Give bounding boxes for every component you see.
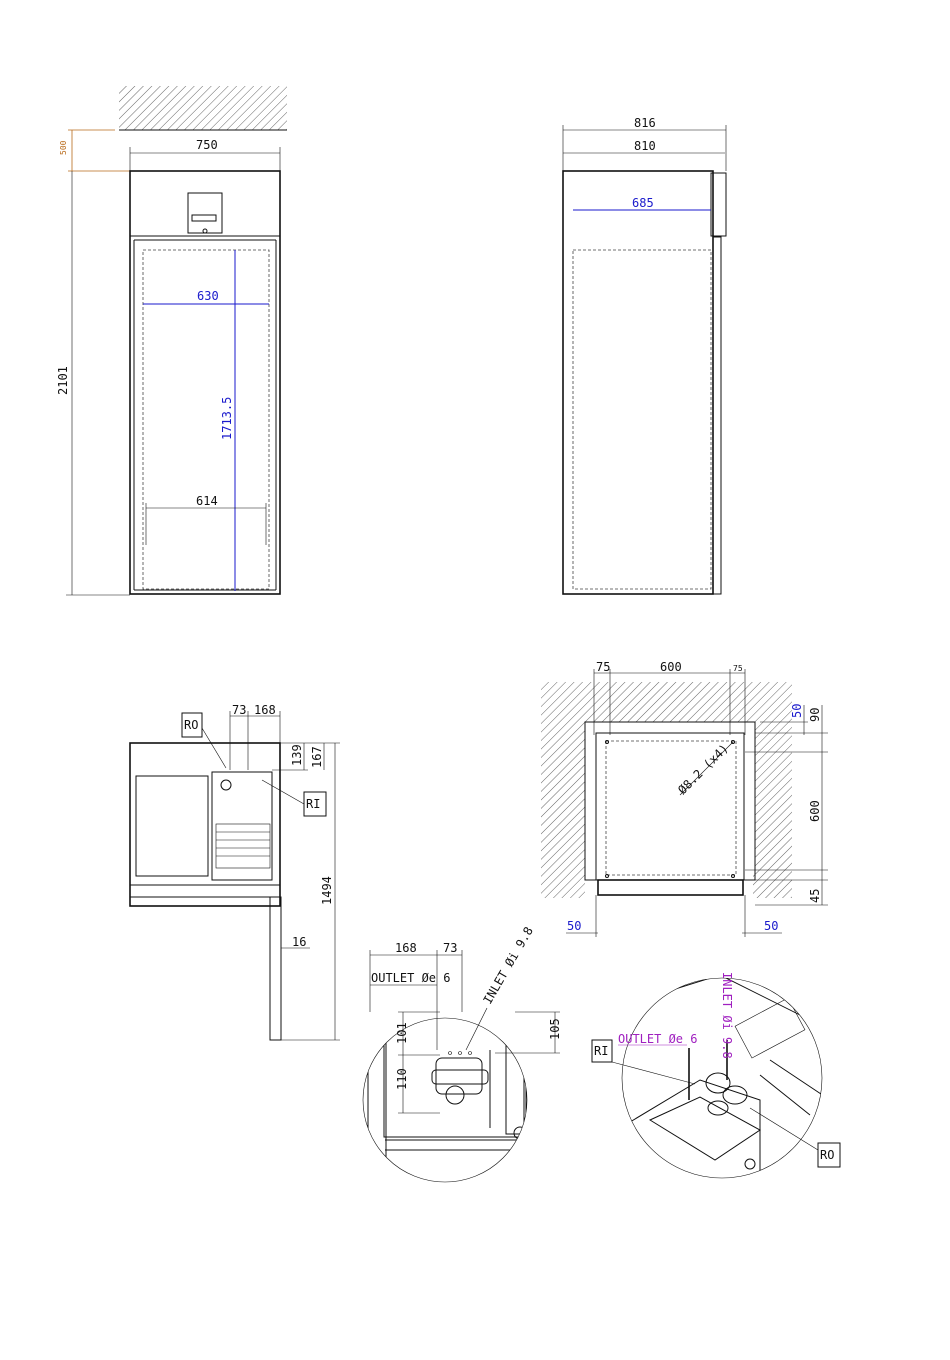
width-dim: 750 [196, 138, 218, 152]
iso-view: INLET Øi 9.8 OUTLET Øe 6 RI RO [592, 972, 840, 1185]
iso-label-ro: RO [820, 1148, 834, 1162]
detail-view: 168 73 OUTLET Øe 6 INLET Øi 9.8 105 101 … [363, 924, 562, 1182]
base-dim-75-left: 75 [596, 660, 610, 674]
top-body [130, 743, 280, 906]
base-dim-600-top: 600 [660, 660, 682, 674]
inner-depth-dim: 685 [632, 196, 654, 210]
top-dim-167: 167 [310, 746, 324, 768]
base-dim-50-tr: 50 [790, 704, 804, 718]
top-dim-16: 16 [292, 935, 306, 949]
base-dim-45: 45 [808, 889, 822, 903]
top-view: RO 73 168 RI 139 167 1494 16 [130, 703, 340, 1040]
detail-dim-105: 105 [548, 1018, 562, 1040]
side-view: 816 810 685 [563, 116, 726, 594]
label-ro: RO [184, 718, 198, 732]
height-dim: 2101 [56, 366, 70, 395]
top-dim-168: 168 [254, 703, 276, 717]
cabinet-body [130, 171, 280, 594]
iso-inlet: INLET Øi 9.8 [720, 972, 734, 1059]
base-dim-600-right: 600 [808, 800, 822, 822]
detail-dim-73: 73 [443, 941, 457, 955]
inner-width-bottom-dim: 614 [196, 494, 218, 508]
base-dim-50-br: 50 [764, 919, 778, 933]
detail-outlet: OUTLET Øe 6 [371, 971, 450, 985]
inner-height-dim: 1713.5 [220, 397, 234, 440]
open-door [270, 897, 281, 1040]
top-dim-139: 139 [290, 744, 304, 766]
clearance-dim: 500 [59, 140, 68, 155]
base-view: 75 600 75 50 90 600 45 Ø8.2 (x4) 50 50 [541, 660, 828, 937]
wall-hatch [541, 682, 792, 898]
ceiling-wall [119, 86, 287, 130]
iso-outlet: OUTLET Øe 6 [618, 1032, 697, 1046]
detail-dim-110: 110 [395, 1068, 409, 1090]
iso-label-ri: RI [594, 1044, 608, 1058]
detail-inlet: INLET Øi 9.8 [480, 924, 535, 1006]
body-depth-dim: 810 [634, 139, 656, 153]
inner-width-top-dim: 630 [197, 289, 219, 303]
base-dim-75-right: 75 [733, 664, 743, 673]
control-panel [188, 193, 222, 233]
base-dim-90: 90 [808, 708, 822, 722]
overall-depth-dim: 816 [634, 116, 656, 130]
top-dim-73: 73 [232, 703, 246, 717]
label-ri: RI [306, 797, 320, 811]
top-dim-1494: 1494 [320, 876, 334, 905]
hole-note: Ø8.2 (x4) [675, 741, 731, 797]
front-view: 500 750 2101 630 1713.5 614 [56, 86, 287, 595]
side-body [563, 171, 713, 594]
detail-dim-168: 168 [395, 941, 417, 955]
base-dim-50-bl: 50 [567, 919, 581, 933]
